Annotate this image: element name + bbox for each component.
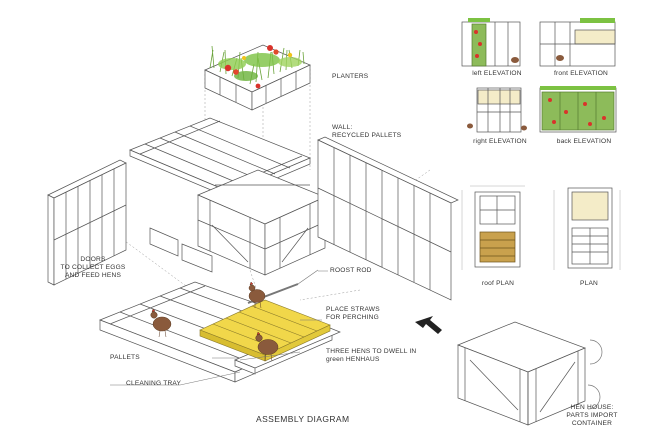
right-wall-pallet bbox=[317, 136, 459, 301]
diagram-title: ASSEMBLY DIAGRAM bbox=[256, 414, 350, 424]
label-right-elevation: right ELEVATION bbox=[473, 138, 527, 145]
label-doors-2: TO COLLECT EGGS bbox=[60, 264, 126, 271]
hen-3 bbox=[255, 331, 279, 362]
roof-plan-view bbox=[461, 185, 525, 270]
label-hens-2: green HENHAUS bbox=[326, 356, 380, 363]
label-doors-1: DOORS bbox=[80, 256, 106, 263]
label-straws-1: PLACE STRAWS bbox=[326, 306, 380, 313]
label-doors-3: AND FEED HENS bbox=[64, 272, 122, 279]
plan-view bbox=[553, 187, 621, 270]
label-front-elevation: front ELEVATION bbox=[553, 70, 609, 77]
label-planters: PLANTERS bbox=[332, 73, 369, 80]
right-elevation-view bbox=[467, 87, 527, 133]
label-cleaning-tray: CLEANING TRAY bbox=[126, 380, 182, 387]
straw-platform bbox=[199, 299, 331, 362]
label-back-elevation: back ELEVATION bbox=[556, 138, 612, 145]
label-roof-plan: roof PLAN bbox=[481, 280, 515, 287]
label-roost-rod: ROOST ROD bbox=[330, 267, 372, 274]
left-wall-pallet bbox=[47, 159, 127, 286]
hen-2 bbox=[248, 281, 266, 309]
planter-foliage bbox=[218, 45, 302, 89]
planter-box bbox=[204, 44, 311, 111]
parts-container bbox=[457, 321, 603, 426]
label-henhouse-3: CONTAINER bbox=[571, 420, 613, 427]
doors bbox=[149, 227, 213, 273]
henhouse-frame bbox=[197, 169, 326, 276]
back-elevation-view bbox=[539, 86, 617, 133]
label-plan: PLAN bbox=[579, 280, 599, 287]
label-wall-1: WALL: bbox=[332, 124, 353, 131]
arrow-icon bbox=[415, 316, 442, 334]
label-henhouse-2: PARTS IMPORT bbox=[566, 412, 618, 419]
label-wall-2: RECYCLED PALLETS bbox=[332, 132, 402, 139]
front-elevation-view bbox=[539, 18, 616, 67]
hen-1 bbox=[150, 308, 172, 338]
label-pallets: PALLETS bbox=[110, 354, 140, 361]
left-elevation-view bbox=[461, 18, 521, 67]
label-straws-2: FOR PERCHING bbox=[326, 314, 379, 321]
label-hens-1: THREE HENS TO DWELL IN bbox=[326, 348, 417, 355]
label-henhouse-1: HEN HOUSE: bbox=[570, 404, 614, 411]
label-left-elevation: left ELEVATION bbox=[472, 70, 522, 77]
leader-lines bbox=[110, 270, 328, 386]
